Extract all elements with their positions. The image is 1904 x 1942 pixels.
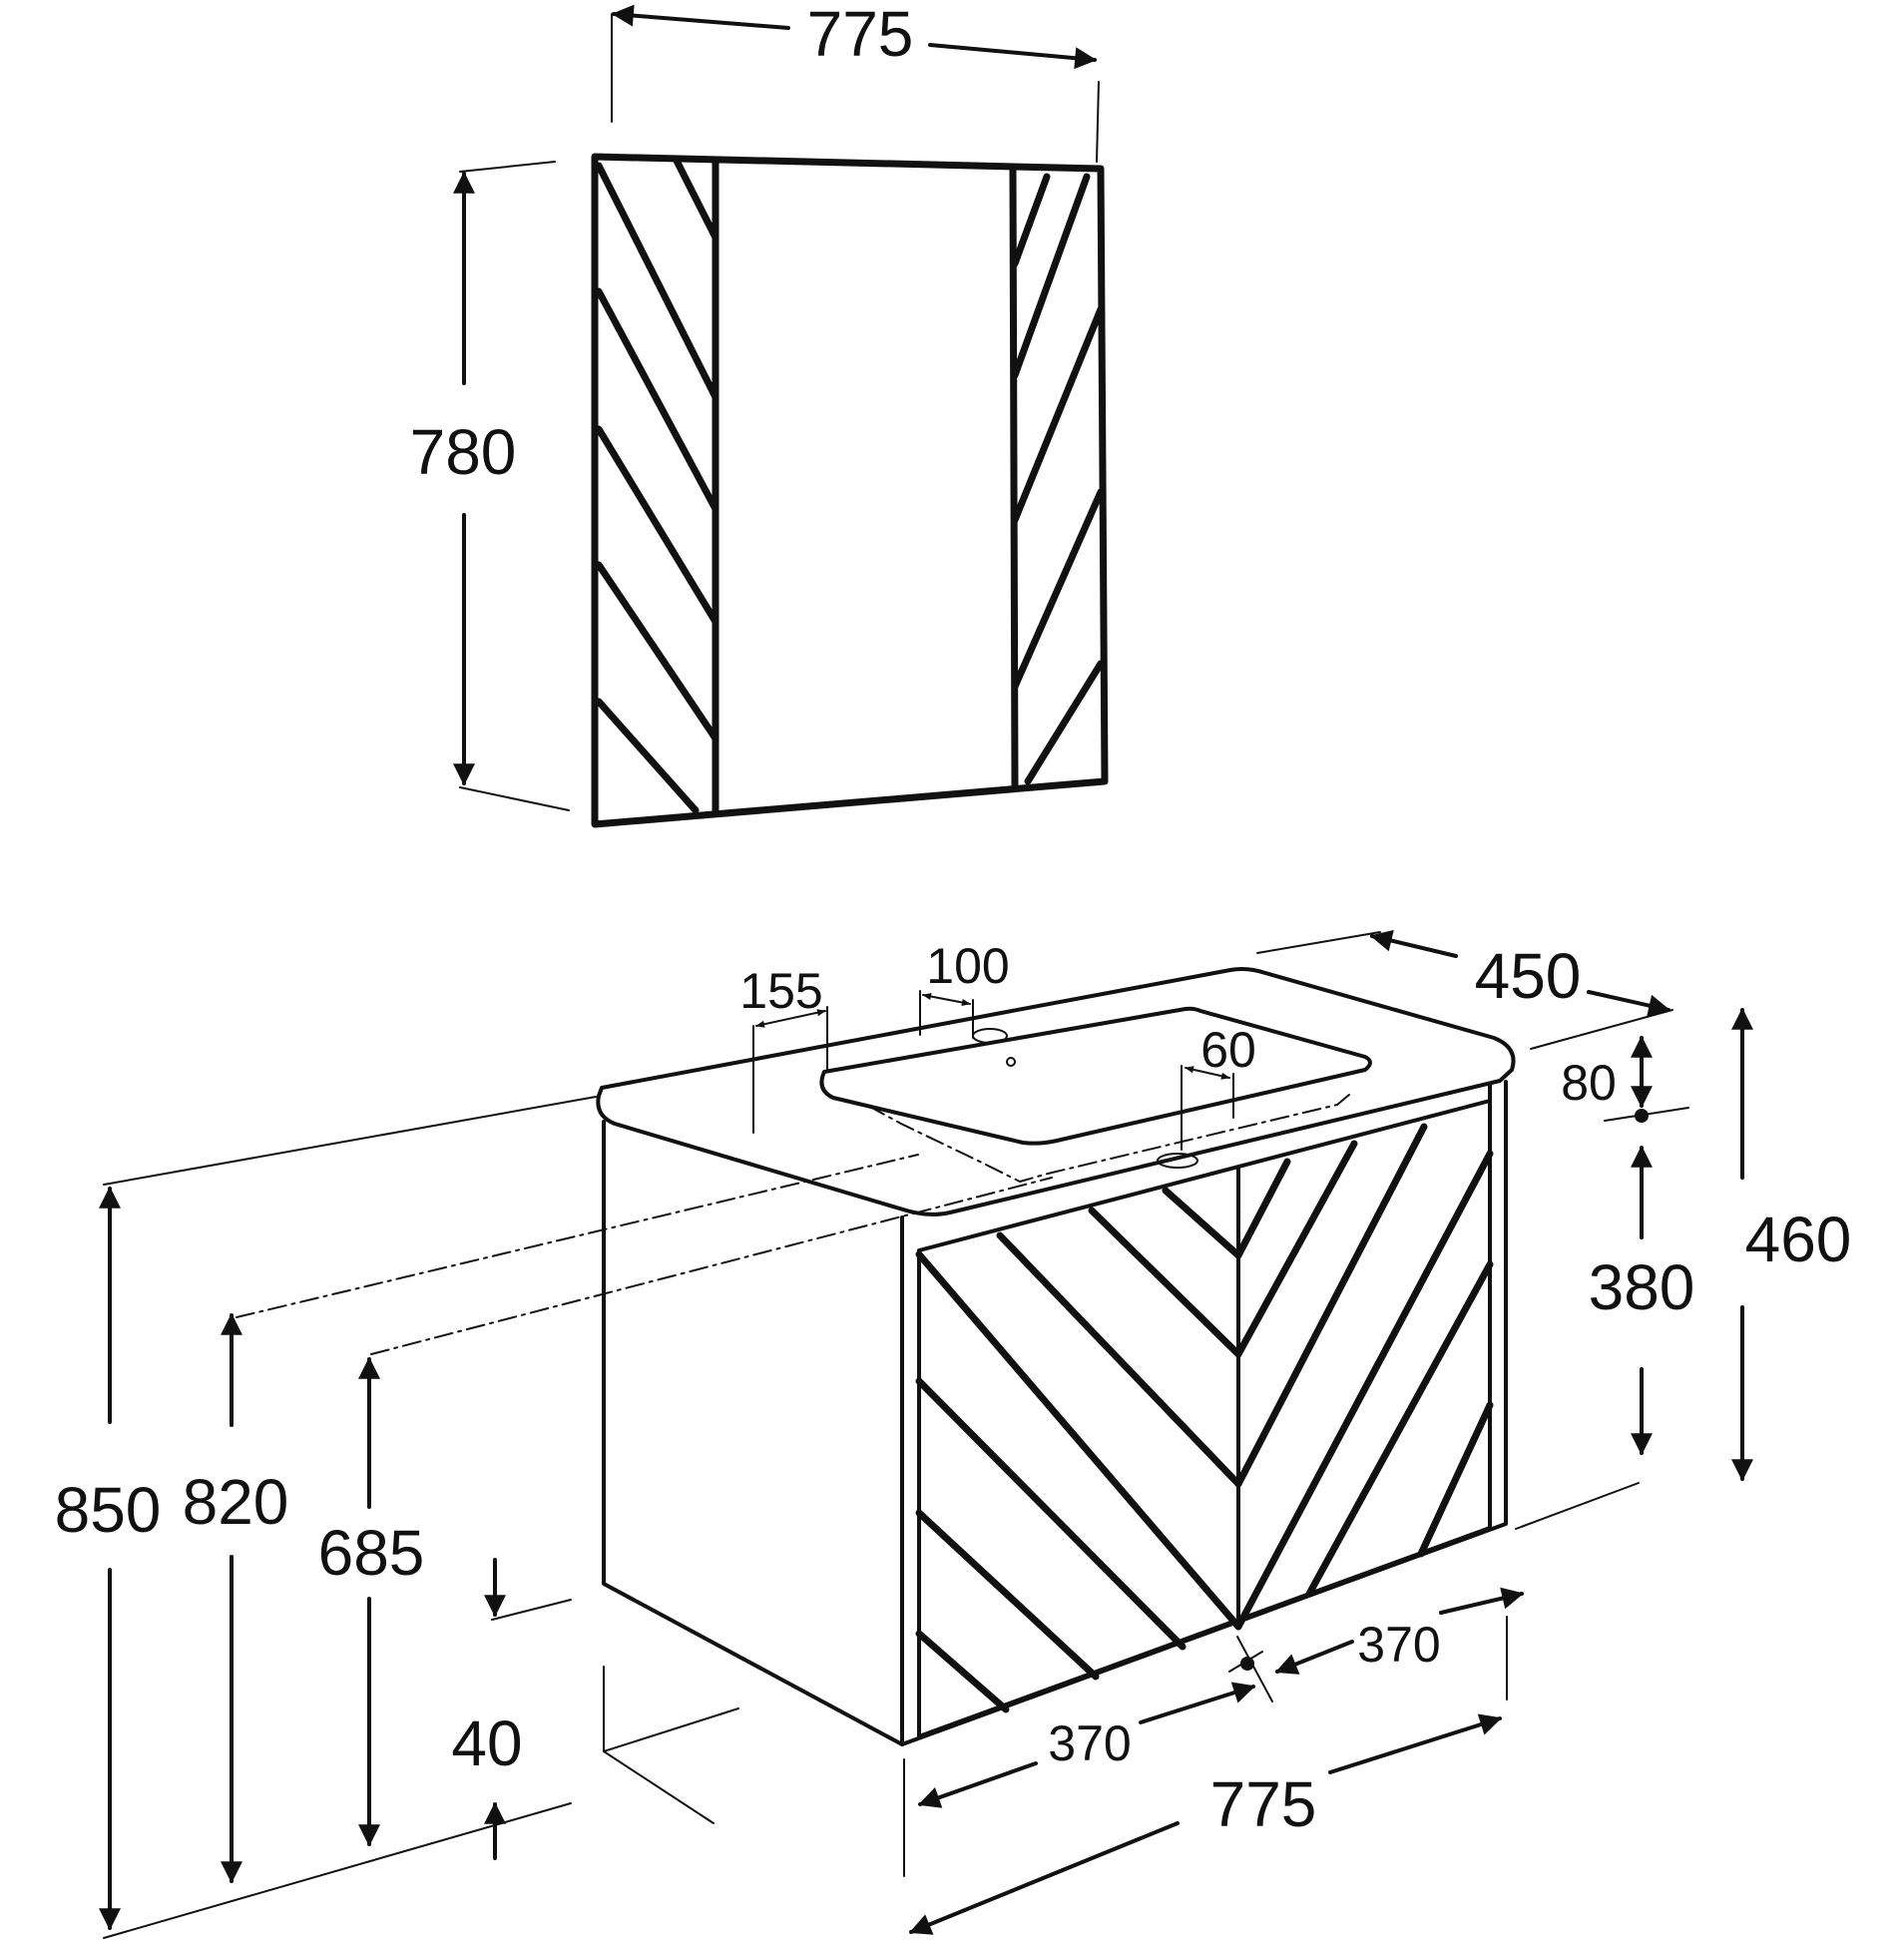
overall-height-label: 850: [55, 1474, 162, 1546]
mirror-height-dimension: 780: [410, 161, 570, 811]
mirror-width-dimension: 775: [611, 0, 1100, 163]
side-height-dimension: 460: [1515, 1007, 1852, 1530]
inner-height-dimension: 685: [318, 1356, 425, 1847]
top-thickness-label: 80: [1561, 1055, 1617, 1111]
front-height-dimension: 380: [1589, 1145, 1695, 1456]
vanity-width-dimension: 775: [903, 1616, 1508, 1935]
top-height-label: 820: [183, 1466, 289, 1538]
vanity-unit: [236, 967, 1516, 1746]
front-height-label: 380: [1589, 1251, 1695, 1323]
mirror-height-label: 780: [410, 416, 517, 488]
top-thickness-dimension: 80: [1561, 1035, 1689, 1123]
vanity-width-label: 775: [1210, 1768, 1317, 1840]
drain-offset-label: 60: [1200, 1022, 1256, 1078]
half-width-dimensions: 370 370: [917, 1587, 1525, 1808]
side-height-label: 460: [1745, 1204, 1852, 1275]
mirror-width-label: 775: [807, 0, 914, 70]
half-right-label: 370: [1357, 1617, 1440, 1673]
inner-height-label: 685: [318, 1517, 425, 1589]
tap-hole-width-label: 100: [926, 938, 1009, 994]
depth-dimension: 450: [1256, 929, 1673, 1050]
plinth-label: 40: [451, 1707, 522, 1779]
mirror-cabinet: [591, 153, 1109, 828]
tap-offset-label: 155: [739, 963, 822, 1019]
plinth-dimension: 40: [451, 1558, 739, 1860]
half-left-label: 370: [1048, 1715, 1131, 1771]
tap-offset-dimension: 155: [739, 963, 828, 1134]
drain-offset-dimension: 60: [1181, 1022, 1256, 1151]
depth-label: 450: [1475, 940, 1582, 1012]
top-height-dimension: 820: [183, 1312, 289, 1884]
tap-hole-width-dimension: 100: [919, 938, 1010, 1039]
